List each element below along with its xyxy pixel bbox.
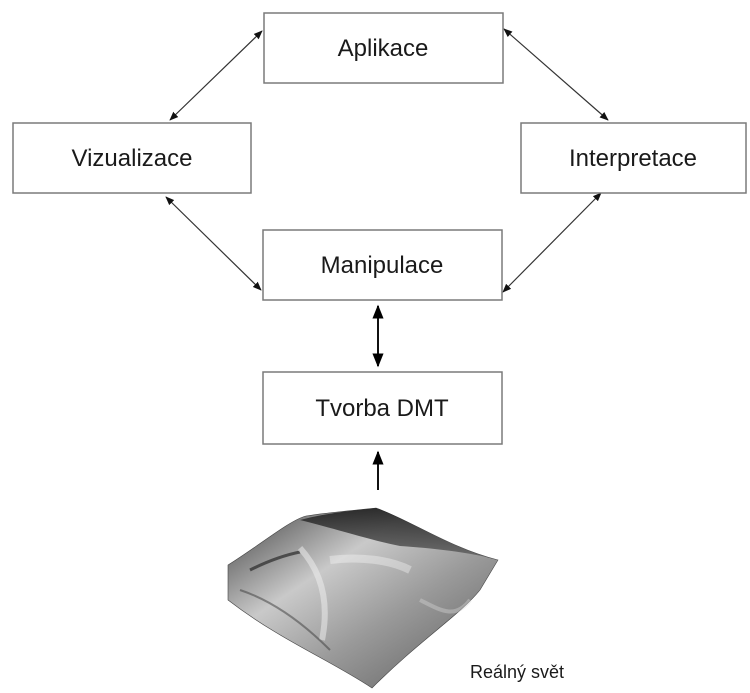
node-vizualizace: Vizualizace	[12, 122, 252, 194]
node-tvorba-dmt-label: Tvorba DMT	[315, 395, 449, 422]
node-interpretace: Interpretace	[520, 122, 747, 194]
node-tvorba-dmt: Tvorba DMT	[262, 371, 503, 445]
node-manipulace-label: Manipulace	[321, 252, 444, 279]
node-vizualizace-label: Vizualizace	[72, 145, 193, 172]
node-aplikace-label: Aplikace	[338, 35, 429, 62]
edge-vizualizace-manipulace	[165, 196, 262, 291]
edge-aplikace-interpretace	[503, 28, 609, 121]
node-aplikace: Aplikace	[263, 12, 504, 84]
node-interpretace-label: Interpretace	[569, 145, 697, 172]
node-manipulace: Manipulace	[262, 229, 503, 301]
edge-interpretace-manipulace	[502, 192, 602, 293]
terrain-caption: Reálný svět	[470, 662, 564, 682]
terrain-surface-image	[227, 507, 499, 689]
edge-aplikace-vizualizace	[169, 30, 263, 121]
